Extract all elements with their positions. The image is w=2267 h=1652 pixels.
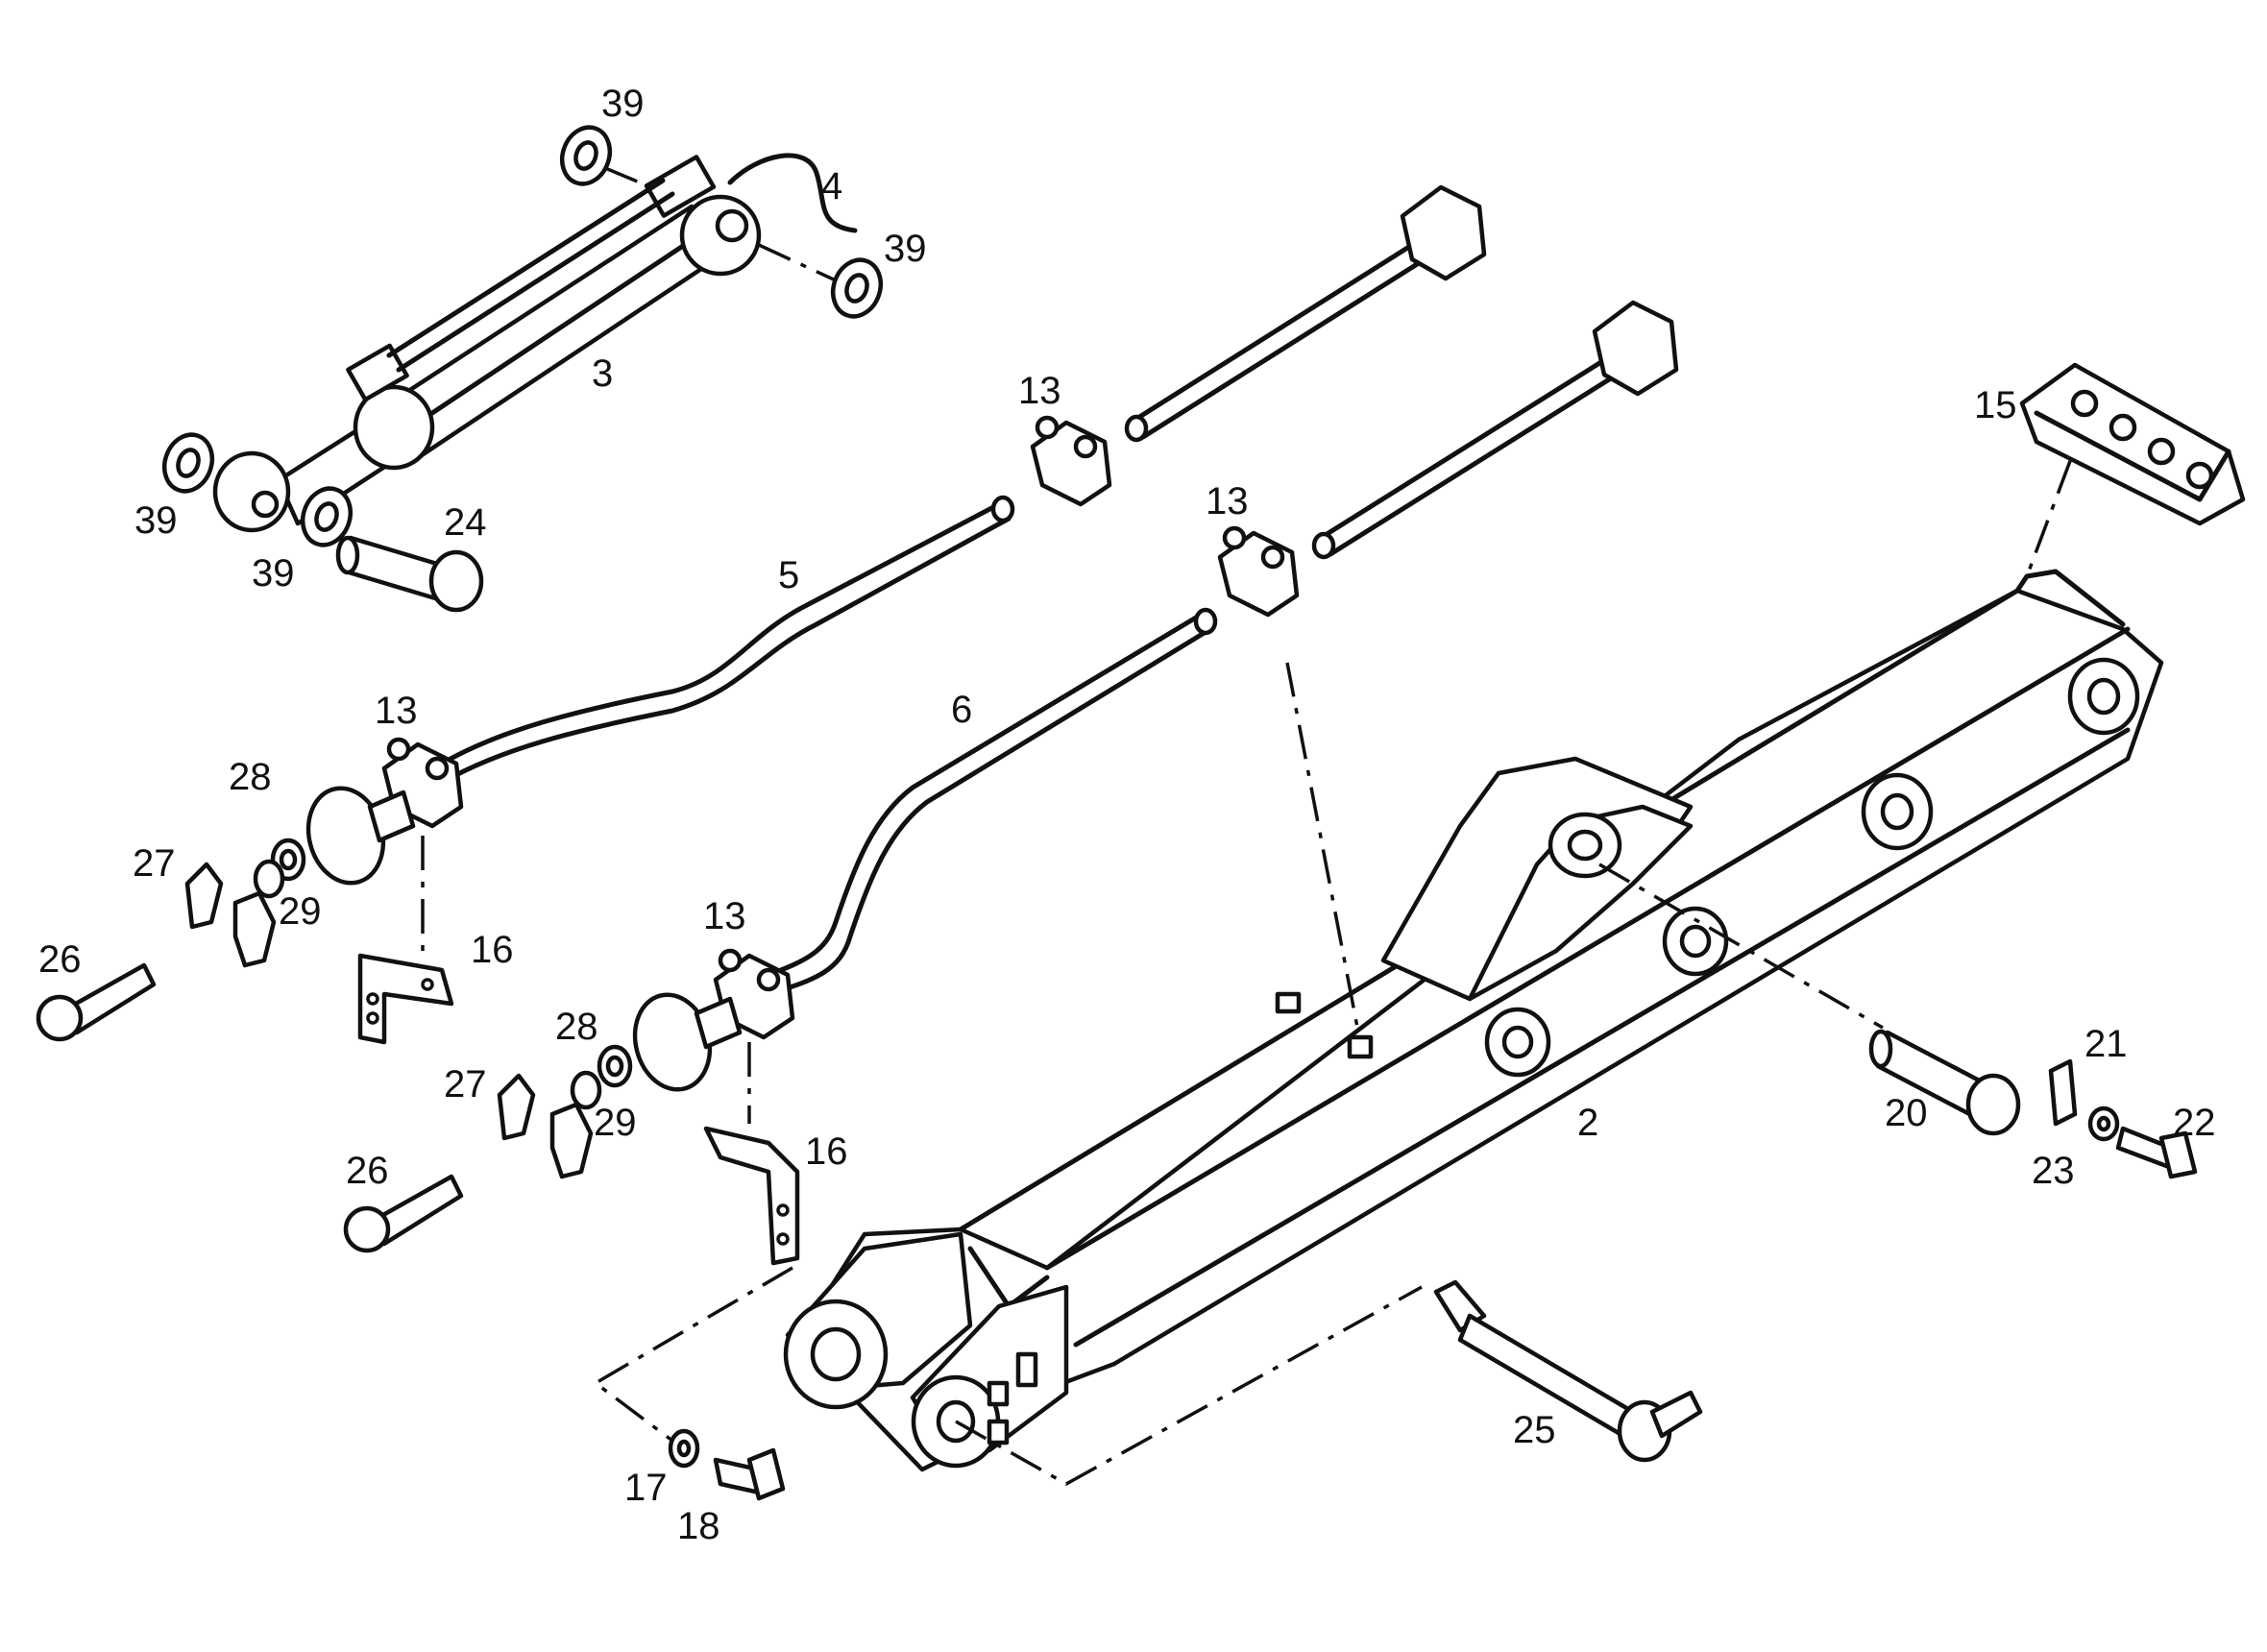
washer-part-23 [2087,1105,2120,1142]
label-3: 3 [592,352,613,395]
manifold-block-part-15 [2019,362,2246,526]
label-26-upper: 26 [38,938,82,981]
hose-part-4 [727,153,858,233]
pipe-flange-left-upper [305,786,416,886]
label-6: 6 [951,689,972,731]
clamp-part-13-middle [1217,525,1300,618]
label-23: 23 [2032,1150,2075,1192]
label-15: 15 [1974,384,2017,426]
label-16-upper: 16 [471,929,514,971]
pin-part-20 [1868,1029,2021,1136]
hydraulic-cylinder-part-3 [212,155,762,533]
bracket-part-16-lower [703,1126,800,1266]
label-39-right: 39 [884,228,927,270]
seal-rings-part-39 [161,125,884,547]
bracket-part-16-upper [357,953,454,1045]
label-16-lower: 16 [805,1130,848,1173]
label-21: 21 [2084,1023,2128,1065]
label-27-lower: 27 [444,1063,487,1105]
label-13-middle: 13 [1206,480,1249,522]
label-20: 20 [1885,1092,1928,1134]
label-22: 22 [2173,1102,2216,1144]
fitting-group-lower [343,1044,633,1253]
label-39-bottom: 39 [252,552,295,595]
label-25: 25 [1513,1409,1556,1451]
label-13-lower: 13 [703,895,746,937]
pin-part-25 [1433,1279,1703,1463]
label-4: 4 [821,165,842,207]
plate-part-21 [2048,1058,2078,1127]
pipe-flange-left-lower [632,992,743,1092]
label-28-lower: 28 [555,1006,598,1048]
label-27-upper: 27 [133,842,176,885]
label-39-top: 39 [601,83,645,125]
pipe-with-flange-lower [1311,300,1679,560]
pipe-with-flange-upper [1124,184,1487,443]
label-24: 24 [444,501,487,544]
washer-part-17 [668,1428,700,1469]
label-13-left: 13 [375,690,418,732]
label-29-upper: 29 [279,890,322,933]
label-18: 18 [677,1505,720,1547]
label-28-upper: 28 [229,756,272,798]
fitting-group-upper [36,838,306,1042]
label-13-top: 13 [1018,370,1061,412]
label-2: 2 [1577,1102,1598,1144]
bolt-part-22 [2115,1126,2198,1179]
pin-part-24 [335,535,484,613]
label-26-lower: 26 [346,1150,389,1192]
clamp-part-13-top [1030,415,1112,507]
hydraulic-pipe-part-5 [439,495,1015,786]
label-39-left: 39 [134,499,178,542]
label-29-lower: 29 [594,1102,637,1144]
bolt-part-18 [713,1447,786,1501]
label-17: 17 [624,1467,668,1509]
hydraulic-pipe-part-6 [766,607,1218,997]
label-5: 5 [778,554,799,596]
boom-arm-part-2 [783,569,2164,1472]
